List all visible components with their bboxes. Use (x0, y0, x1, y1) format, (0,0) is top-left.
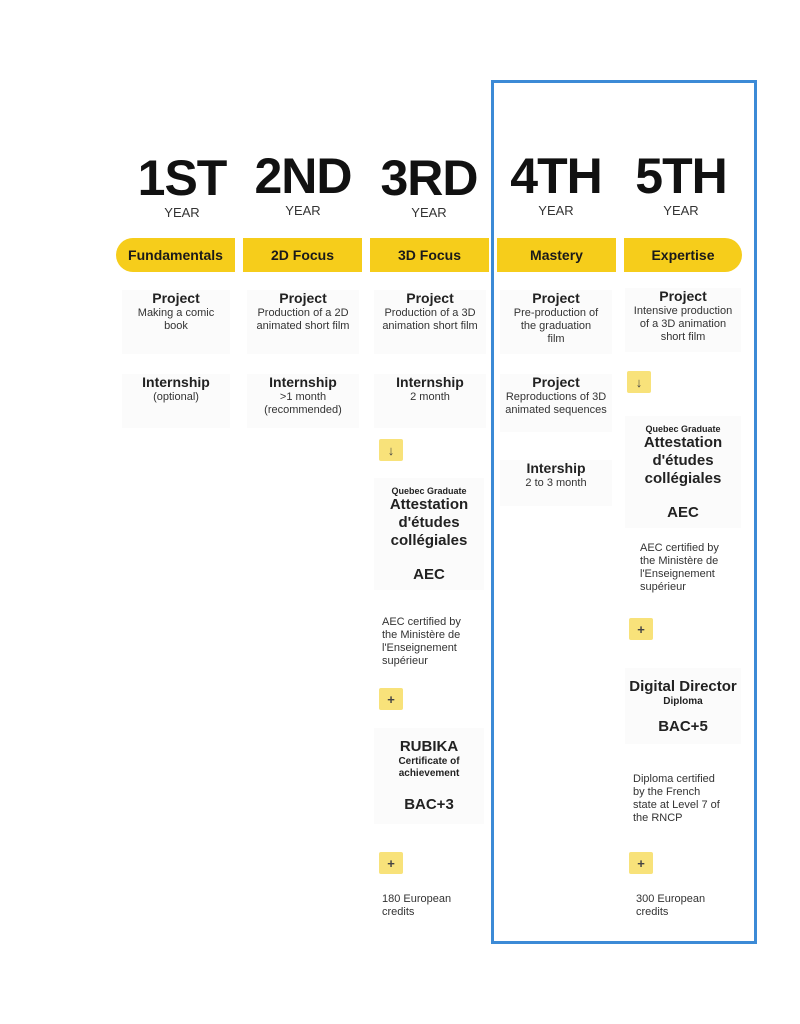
project-card: Project Production of a 3D animation sho… (374, 290, 486, 354)
plus-icon[interactable]: + (629, 852, 653, 874)
year-number: 3RD (380, 150, 478, 206)
director-diploma-card: Digital Director Diploma BAC+5 (625, 668, 741, 744)
year-label: YEAR (411, 205, 447, 220)
year-heading-3: 3RD YEAR (367, 153, 491, 220)
project-desc: Making a comic book (137, 307, 215, 332)
year-heading-2: 2ND YEAR (241, 151, 365, 218)
project-card: Project Reproductions of 3D animated seq… (500, 374, 612, 432)
year-heading-5: 5TH YEAR (619, 151, 743, 218)
aec-certificate-card: Quebec Graduate Attestation d'études col… (374, 478, 484, 590)
project-card: Project Making a comic book (122, 290, 230, 354)
cert-degree: BAC+3 (404, 796, 454, 813)
aec-certificate-card: Quebec Graduate Attestation d'études col… (625, 416, 741, 528)
cert-small-label: Quebec Graduate (391, 486, 467, 496)
internship-card: Internship (optional) (122, 374, 230, 428)
credits-note: 300 European credits (636, 893, 706, 918)
project-title: Project (532, 290, 580, 306)
plus-icon[interactable]: + (629, 618, 653, 640)
internship-desc: >1 month (recommended) (264, 391, 342, 416)
year-number: 2ND (254, 148, 352, 204)
year-number: 1ST (137, 150, 228, 206)
year-label: YEAR (538, 203, 574, 218)
credits-note: 180 European credits (382, 893, 452, 918)
project-desc: Production of a 3D animation short film (382, 307, 478, 332)
diploma-note: Diploma certified by the French state at… (633, 773, 720, 824)
aec-note: AEC certified by the Ministère de l'Ense… (382, 616, 461, 667)
project-card: Project Intensive production of a 3D ani… (625, 288, 741, 352)
project-title: Project (152, 290, 200, 306)
project-desc: Intensive production of a 3D animation s… (633, 305, 733, 343)
arrow-down-icon[interactable]: ↓ (379, 439, 403, 461)
project-desc: Production of a 2D animated short film (256, 307, 350, 332)
project-title: Project (659, 288, 707, 304)
internship-title: Internship (269, 374, 337, 390)
focus-pill-fundamentals: Fundamentals (116, 238, 235, 272)
project-title: Project (406, 290, 454, 306)
highlight-frame (491, 80, 757, 944)
cert-subtitle: Diploma (663, 696, 703, 707)
cert-degree: AEC (667, 504, 699, 521)
plus-icon[interactable]: + (379, 852, 403, 874)
year-number: 5TH (635, 148, 727, 204)
cert-title: Attestation d'études collégiales (643, 434, 723, 487)
internship-desc: (optional) (153, 391, 199, 403)
cert-title: Attestation d'études collégiales (389, 496, 469, 549)
focus-pill-expertise: Expertise (624, 238, 742, 272)
project-desc: Reproductions of 3D animated sequences (505, 391, 607, 416)
internship-card: Intership 2 to 3 month (500, 460, 612, 506)
plus-icon[interactable]: + (379, 688, 403, 710)
project-title: Project (532, 374, 580, 390)
internship-title: Internship (396, 374, 464, 390)
cert-title: RUBIKA (399, 738, 459, 755)
year-label: YEAR (164, 205, 200, 220)
internship-desc: 2 month (410, 391, 450, 403)
cert-degree: AEC (413, 566, 445, 583)
focus-pill-2d: 2D Focus (243, 238, 362, 272)
focus-pill-3d: 3D Focus (370, 238, 489, 272)
internship-desc: 2 to 3 month (525, 477, 587, 489)
internship-card: Internship >1 month (recommended) (247, 374, 359, 428)
cert-subtitle: Certificate of achievement (398, 756, 460, 779)
year-heading-1: 1ST YEAR (120, 153, 244, 220)
year-number: 4TH (510, 148, 602, 204)
year-label: YEAR (285, 203, 321, 218)
project-desc: Pre-production of the graduation film (513, 307, 599, 345)
year-label: YEAR (663, 203, 699, 218)
cert-small-label: Quebec Graduate (645, 424, 721, 434)
focus-pill-mastery: Mastery (497, 238, 616, 272)
year-heading-4: 4TH YEAR (494, 151, 618, 218)
internship-card: Internship 2 month (374, 374, 486, 428)
aec-note: AEC certified by the Ministère de l'Ense… (640, 542, 719, 593)
rubika-certificate-card: RUBIKA Certificate of achievement BAC+3 (374, 728, 484, 824)
internship-title: Intership (526, 460, 586, 476)
project-card: Project Production of a 2D animated shor… (247, 290, 359, 354)
cert-degree: BAC+5 (658, 718, 708, 735)
arrow-down-icon[interactable]: ↓ (627, 371, 651, 393)
internship-title: Internship (142, 374, 210, 390)
project-card: Project Pre-production of the graduation… (500, 290, 612, 354)
cert-title: Digital Director (629, 678, 737, 695)
project-title: Project (279, 290, 327, 306)
